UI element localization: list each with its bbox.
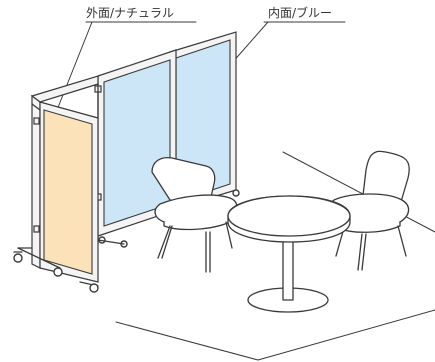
chair-left — [151, 156, 238, 273]
round-table — [227, 195, 351, 313]
floor-lines — [115, 151, 435, 361]
partition-panel-front — [13, 75, 99, 293]
label-outer-natural: 外面/ナチュラル — [86, 6, 175, 20]
callout-lines — [54, 21, 346, 116]
label-inner-blue: 内面/ブルー — [268, 6, 333, 20]
